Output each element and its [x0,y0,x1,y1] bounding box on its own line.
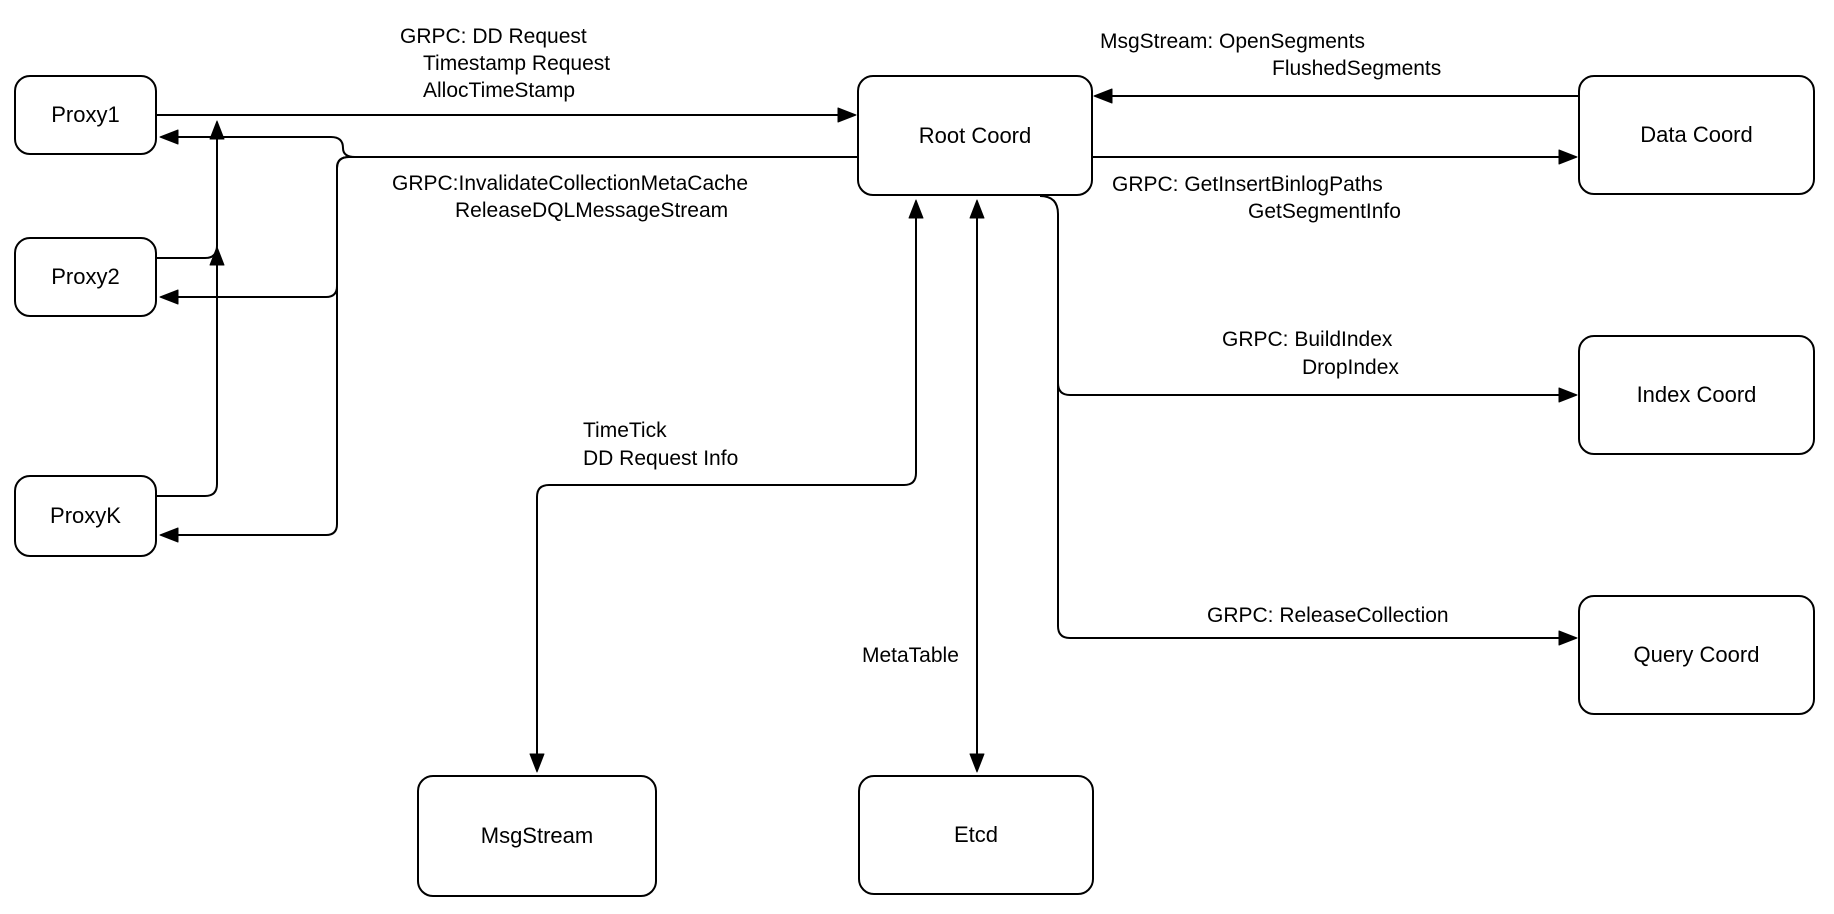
edge-rootcoord-to-proxyk [159,156,857,543]
node-data-coord: Data Coord [1578,75,1815,195]
node-proxy2: Proxy2 [14,237,157,317]
node-root-coord: Root Coord [857,75,1093,196]
node-proxy1: Proxy1 [14,75,157,155]
edge-label-timestamp-request: Timestamp Request [423,52,611,75]
edge-label-dd-request: GRPC: DD Request [400,25,587,48]
edge-label-releasecollection: GRPC: ReleaseCollection [1207,604,1449,627]
edge-proxy2-join-request-line [157,120,225,259]
node-proxyk-label: ProxyK [50,503,121,528]
node-etcd-label: Etcd [953,822,999,847]
edge-rootcoord-to-indexcoord [1057,382,1578,403]
edge-label-getsegmentinfo: GetSegmentInfo [1248,200,1401,223]
edge-label-invalidate-collection-metacache: GRPC:InvalidateCollectionMetaCache [392,172,749,195]
node-query-coord-label: Query Coord [1633,642,1760,667]
node-data-coord-label: Data Coord [1640,122,1753,147]
node-proxy1-label: Proxy1 [51,102,120,127]
edge-label-dd-request-info: DD Request Info [583,447,739,470]
edge-label-msgstream-opensegments: MsgStream: OpenSegments [1100,30,1365,53]
edge-label-dropindex: DropIndex [1302,356,1399,379]
node-index-coord: Index Coord [1578,335,1815,455]
edge-label-flushedsegments: FlushedSegments [1272,57,1442,80]
edge-proxyk-join-request-line [157,246,225,497]
node-query-coord: Query Coord [1578,595,1815,715]
node-msgstream-label: MsgStream [480,823,594,848]
edge-label-metatable: MetaTable [862,644,959,667]
node-msgstream: MsgStream [417,775,657,897]
node-root-coord-label: Root Coord [918,122,1032,148]
node-etcd: Etcd [858,775,1094,895]
edge-label-buildindex: GRPC: BuildIndex [1222,328,1393,351]
edge-label-getinsertbinlogpaths: GRPC: GetInsertBinlogPaths [1112,173,1383,196]
edge-label-timetick: TimeTick [583,419,667,442]
edge-label-alloctimestamp: AllocTimeStamp [423,79,576,102]
node-proxyk: ProxyK [14,475,157,557]
edge-label-release-dql-messagestream: ReleaseDQLMessageStream [455,199,729,222]
node-index-coord-label: Index Coord [1636,382,1757,407]
edge-rootcoord-to-querycoord [1039,195,1578,646]
edge-rootcoord-to-proxy1 [159,129,857,158]
node-proxy2-label: Proxy2 [51,264,120,289]
edge-rootcoord-msgstream [529,199,924,773]
